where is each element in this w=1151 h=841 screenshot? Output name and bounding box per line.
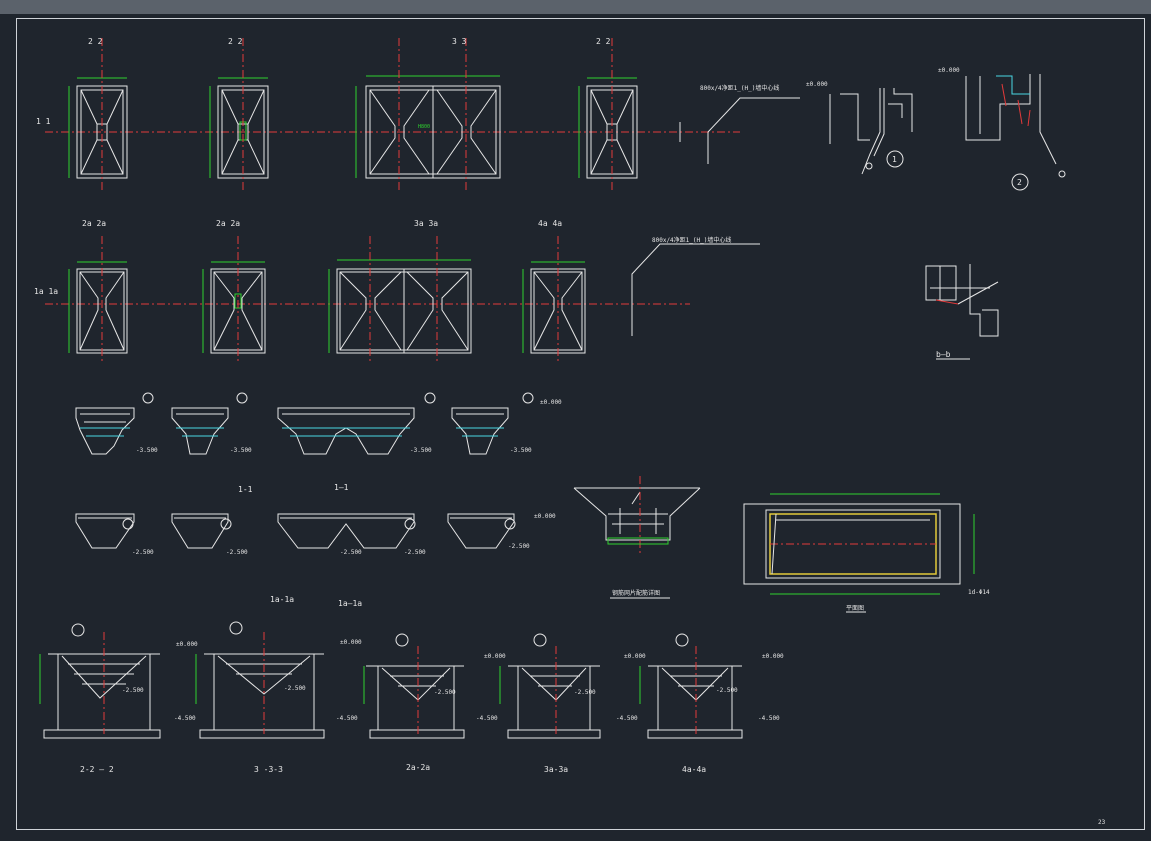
bar-note: 1d-Φ14 [968,589,990,596]
elev-sec1-b: -3.500 [136,447,158,454]
page-number: 23 [1098,819,1106,826]
cut-label-bottom: 1a 1a [34,287,58,296]
section-title-4: 1a—1a [338,599,362,608]
elev-b8: -2.500 [434,689,456,696]
elev-1a-c: -2.500 [340,549,362,556]
elev-sec1-e: -3.500 [510,447,532,454]
bb-title: b—b [936,350,951,359]
elev-1a-f: ±0.000 [534,513,556,520]
elev-b11: -4.500 [174,715,196,722]
drawing-text-layer: 2 2 2 2 3 3 2 2 1 1 2a 2a 2a 2a 3a 3a 4a… [34,37,1106,826]
elev-b9: -2.500 [574,689,596,696]
elev-1a-d: -2.500 [404,549,426,556]
section-title-1: 1-1 [238,485,253,494]
plan-label-8: 4a 4a [538,219,562,228]
section-1-1 [75,392,534,455]
section-title-5: 2-2 — 2 [80,765,114,774]
elev-b1: ±0.000 [176,641,198,648]
plan-label-6: 2a 2a [216,219,240,228]
mesh-detail [573,476,701,599]
cad-drawing-canvas[interactable]: 2 2 2 2 3 3 2 2 1 1 2a 2a 2a 2a 3a 3a 4a… [0,14,1151,841]
plan-label-1: 2 2 [88,37,103,46]
detail-2-num: 2 [1017,178,1022,187]
section-title-8: 3a-3a [544,765,568,774]
elev-1a-b: -2.500 [226,549,248,556]
elev-1a-e: -2.500 [508,543,530,550]
elev-b15: -4.500 [758,715,780,722]
detail-1 [829,88,913,175]
section-title-2: 1—1 [334,483,349,492]
center-tag: H800 [418,124,430,130]
note-mid: 800x/4净距1_(H_)墙中心线 [652,236,731,244]
section-title-7: 2a-2a [406,763,430,772]
section-1a-1a [75,513,516,549]
note-top: 800x/4净距1_(H_)墙中心线 [700,84,779,92]
elev-b12: -4.500 [336,715,358,722]
elev-b6: -2.500 [122,687,144,694]
elev-b14: -4.500 [616,715,638,722]
elev-b4: ±0.000 [624,653,646,660]
plan-label-2: 2 2 [228,37,243,46]
section-title-6: 3 -3-3 [254,765,283,774]
elev-detail-1: ±0.000 [806,81,828,88]
elev-sec1-c: -3.500 [230,447,252,454]
elev-b13: -4.500 [476,715,498,722]
plan-label-5: 2a 2a [82,219,106,228]
drawing-frame [16,18,1145,830]
elev-sec1-d: -3.500 [410,447,432,454]
elev-b3: ±0.000 [484,653,506,660]
elev-1a-a: -2.500 [132,549,154,556]
rect-plan [743,493,975,613]
bottom-sections [39,621,743,739]
mesh-detail-title: 钢筋网片配筋详图 [612,589,660,597]
detail-bb [925,264,999,360]
plan-label-3: 3 3 [452,37,467,46]
elev-b7: -2.500 [284,685,306,692]
elev-b2: ±0.000 [340,639,362,646]
detail-1-num: 1 [892,155,897,164]
cut-label-top: 1 1 [36,117,51,126]
section-title-9: 4a-4a [682,765,706,774]
elev-detail-2: ±0.000 [938,67,960,74]
elev-sec1: ±0.000 [540,399,562,406]
elev-b10: -2.500 [716,687,738,694]
plan-mid-row [45,236,760,364]
drawing-svg [39,38,1066,739]
window-title-bar [0,0,1151,14]
plan-top-row [45,38,800,192]
section-title-3: 1a-1a [270,595,294,604]
plan-label-4: 2 2 [596,37,611,46]
elev-b5: ±0.000 [762,653,784,660]
detail-2 [965,74,1066,191]
rect-plan-title: 平面图 [846,605,864,612]
plan-label-7: 3a 3a [414,219,438,228]
